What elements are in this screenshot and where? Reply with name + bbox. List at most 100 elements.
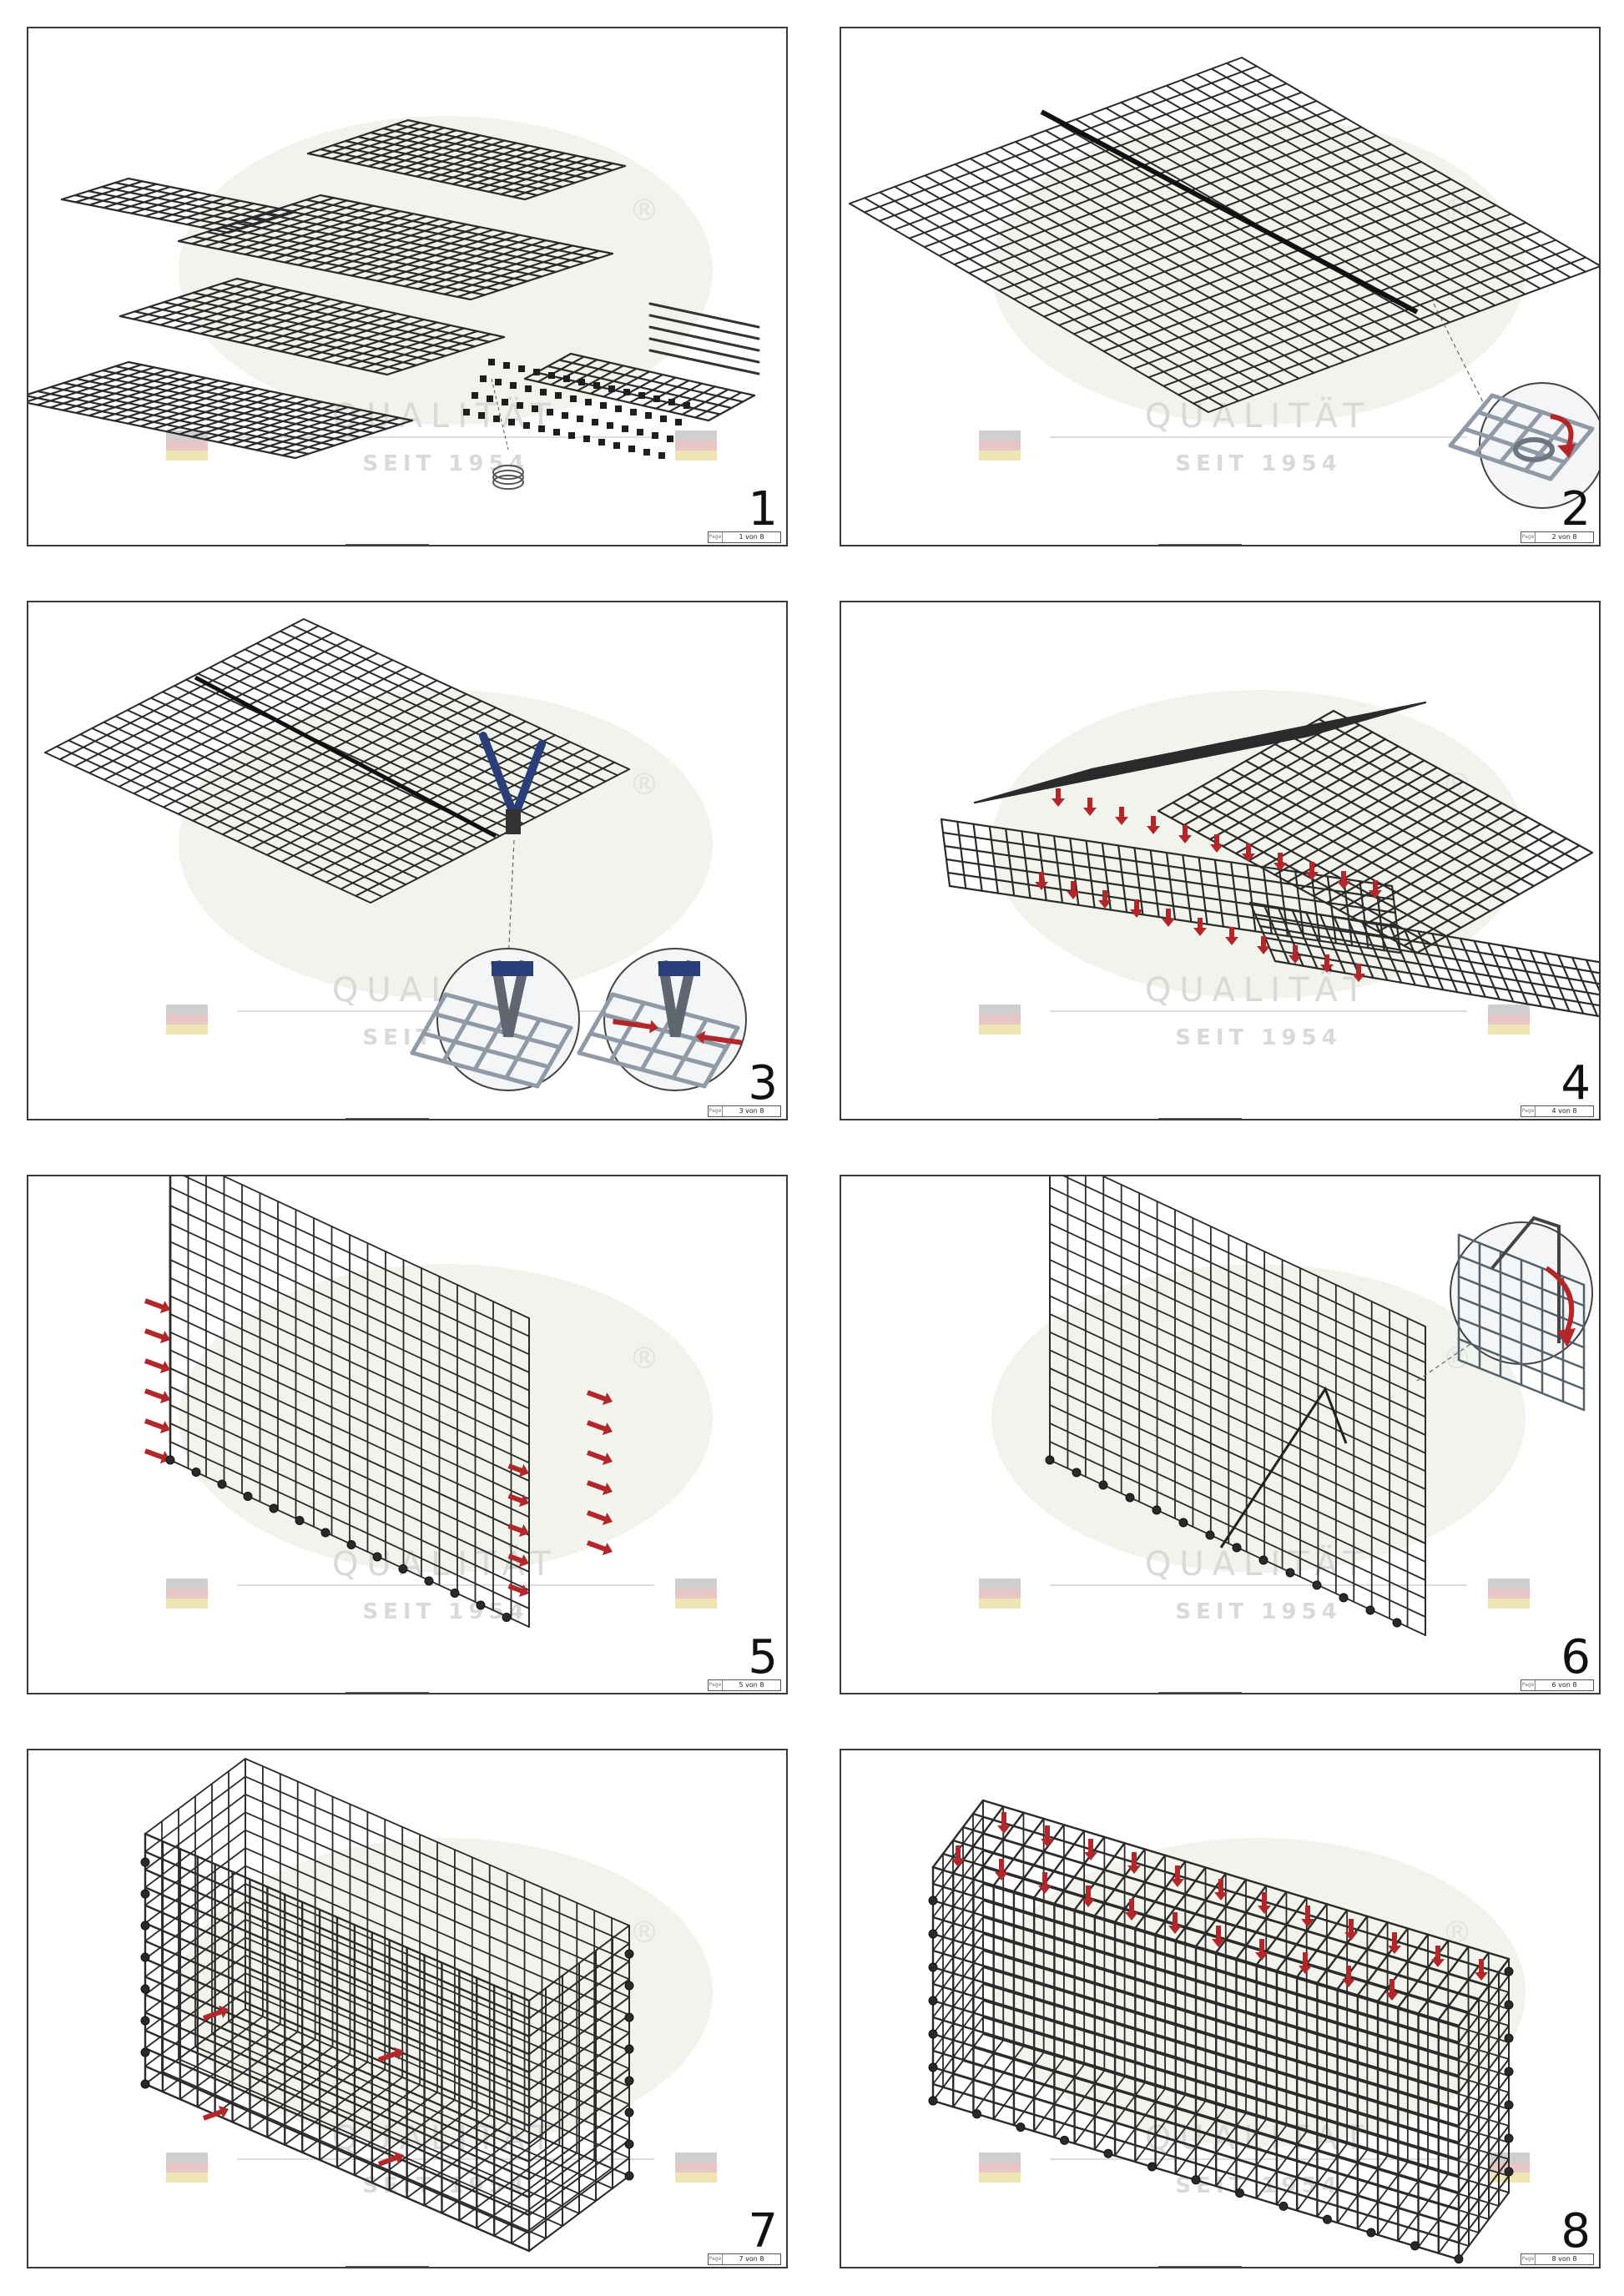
mesh-wire [1053, 1835, 1106, 1906]
mesh-wire [1263, 904, 1290, 964]
zoom-callout [1450, 1216, 1593, 1412]
flag-band [166, 2163, 208, 2173]
clip-location-arrow [1242, 843, 1255, 862]
mesh-wire [1458, 2158, 1510, 2227]
mesh-wire [152, 390, 272, 430]
c-clip-icon [463, 409, 470, 415]
clip-location-arrow [1193, 918, 1207, 936]
mesh-wire [932, 1883, 984, 1951]
lid-clip-arrow [1041, 1825, 1054, 1847]
c-clip-icon [645, 412, 652, 419]
flag-band [675, 441, 717, 451]
arrow-head [951, 1859, 965, 1867]
spiral-joint-icon [1504, 2167, 1514, 2177]
lid-clip-arrow [1125, 1899, 1138, 1921]
mesh-wire [1326, 875, 1337, 944]
lid-clip-arrow [1082, 1886, 1095, 1907]
c-clip-icon [517, 402, 523, 409]
mesh-wire [528, 2175, 630, 2252]
spiral-joint-icon [1339, 1593, 1349, 1603]
mesh-wire [217, 403, 336, 444]
mesh-wire [1244, 759, 1506, 904]
clip-location-arrow [144, 1328, 170, 1344]
mesh-wire [931, 1932, 1460, 2094]
squeeze-arrow-right [696, 1030, 742, 1045]
arrow-head [696, 1030, 706, 1045]
lid-clip-arrow [995, 1859, 1008, 1881]
page-counter: Page 4 von 8 [1521, 1105, 1594, 1117]
step-number: 7 [748, 2204, 778, 2258]
mesh-wire [961, 1825, 1490, 1987]
c-clip-icon [658, 452, 665, 459]
c-clip-icon [675, 419, 682, 425]
mesh-wire [245, 2008, 630, 2177]
spiral-joint-icon [1016, 2122, 1026, 2132]
mesh-wire [893, 83, 1288, 231]
mesh-wire [1390, 884, 1402, 954]
mesh-wire [102, 185, 172, 209]
mesh-wire [1548, 426, 1595, 481]
step-number: 4 [1561, 1056, 1591, 1110]
watermark-oval [179, 1838, 713, 2147]
spiral-joint-icon [1103, 2148, 1113, 2158]
page-counter-text: 1 von 8 [739, 533, 764, 541]
mesh-wire [144, 1957, 531, 2127]
mesh-wire [1458, 2192, 1510, 2260]
mesh-wire [982, 2000, 1510, 2160]
mesh-wire [49, 385, 335, 447]
mesh-wire [931, 2016, 1460, 2178]
step-number: 2 [1561, 482, 1591, 536]
arrow-head [1369, 890, 1382, 899]
arrow-head [518, 1584, 529, 1598]
c-clip-icon [533, 369, 540, 375]
watermark-registered-mark: ® [629, 768, 659, 802]
arrow-head [1320, 964, 1334, 973]
page-counter-text: 5 von 8 [739, 1681, 764, 1689]
mesh-wire [1457, 1275, 1586, 1328]
mesh-wire [88, 183, 158, 206]
clip-location-arrow [1035, 872, 1048, 890]
mesh-wire [118, 652, 379, 788]
spiral-joint-icon [320, 1528, 330, 1538]
arrow-head [1130, 909, 1143, 918]
mesh-wire [1448, 443, 1553, 481]
mesh-wire [1049, 1205, 1426, 1382]
page-counter: Page 5 von 8 [708, 1679, 781, 1691]
spiral-joint-icon [269, 1503, 279, 1513]
lid-clip-arrow [1431, 1946, 1445, 1967]
spiral-joint-icon [140, 2016, 150, 2026]
mesh-wire [1268, 948, 1599, 1007]
mesh-wire [394, 123, 614, 172]
arrow-head [393, 2151, 404, 2164]
clip-location-arrow [1352, 964, 1365, 982]
flag-band [979, 451, 1021, 461]
mesh-wire [528, 2139, 630, 2217]
mesh-wire [191, 398, 310, 438]
mesh-wire [1347, 918, 1374, 979]
flag-band [166, 2173, 208, 2183]
mesh-wire [1248, 901, 1599, 964]
mesh-wire [1457, 1254, 1586, 1307]
mesh-wire [1072, 187, 1467, 335]
mesh-wire [528, 1996, 630, 2073]
arrow-shaft [144, 1388, 165, 1401]
mesh-wire [222, 1176, 530, 1319]
mesh-wire [1042, 169, 1437, 318]
arrow-shaft [1129, 1899, 1134, 1914]
mesh-wire [577, 1050, 707, 1089]
c-clip-icon [487, 395, 493, 402]
mesh-wire [952, 2039, 1005, 2108]
arrow-head [602, 1453, 613, 1466]
mesh-wire [60, 198, 230, 234]
zoom-callout [1448, 382, 1599, 509]
c-clip-icon [667, 436, 673, 442]
mesh-wire [1515, 947, 1543, 1008]
spiral-joint-icon [928, 2062, 938, 2072]
mesh-wire [1316, 1915, 1369, 1985]
arrow-shaft [1183, 825, 1188, 837]
mesh-wire [1201, 784, 1462, 929]
